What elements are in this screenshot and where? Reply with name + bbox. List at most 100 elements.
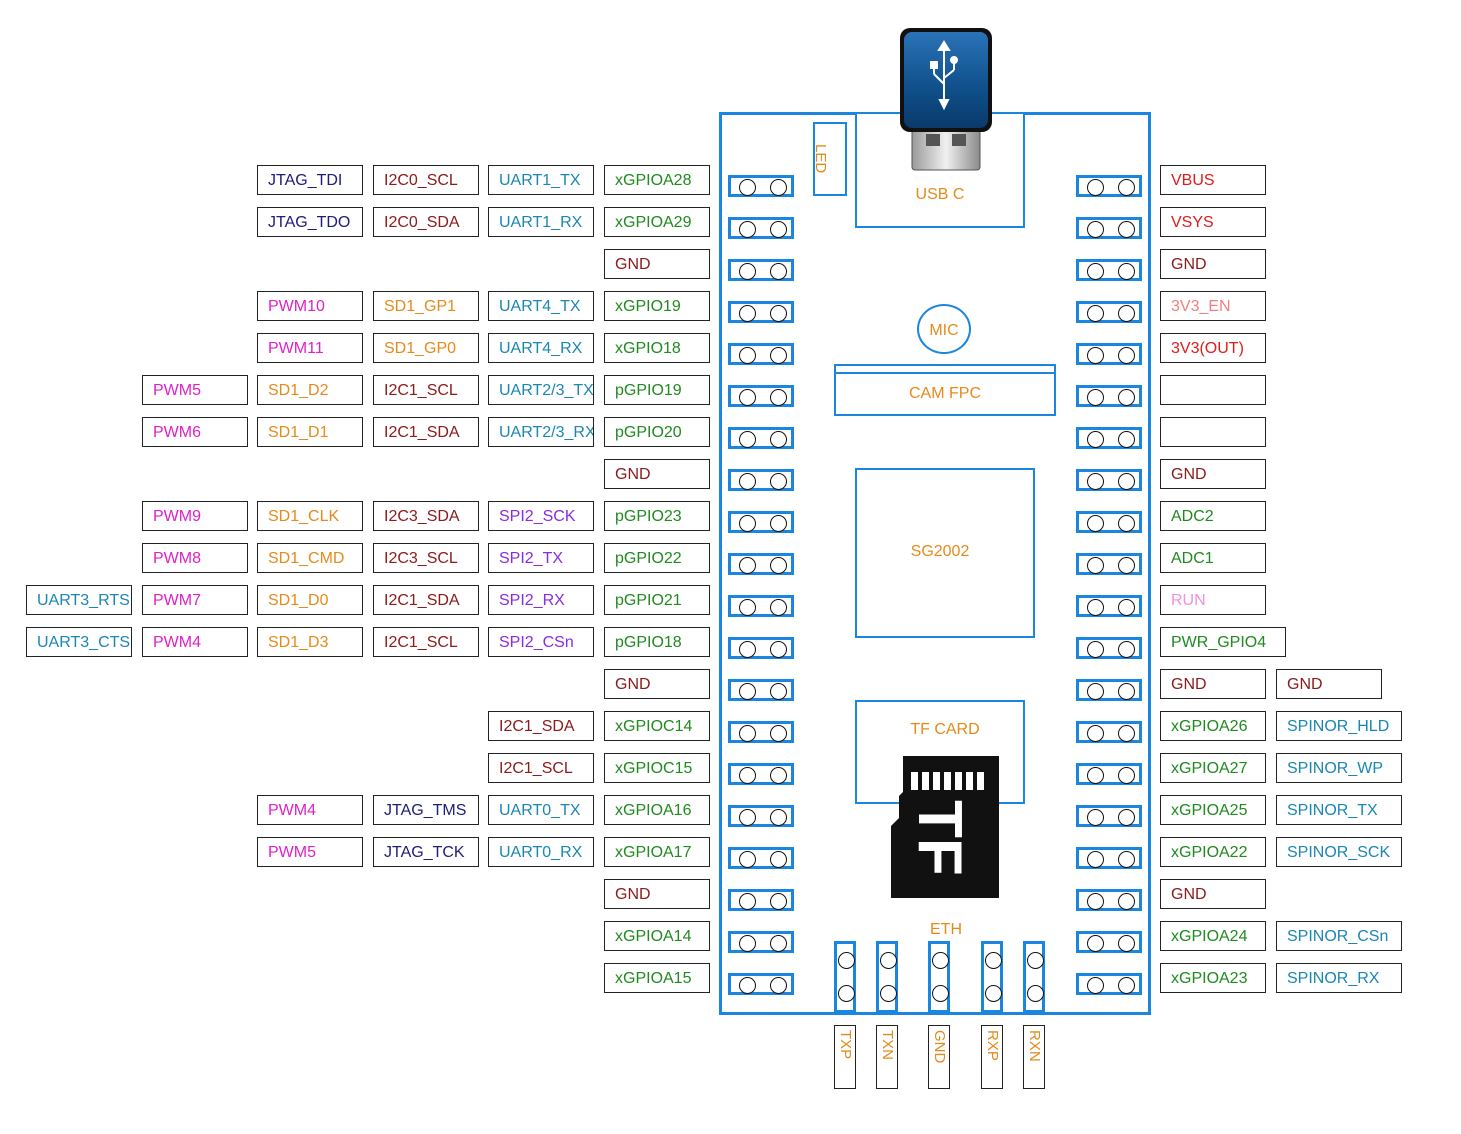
led-indicator	[813, 122, 847, 196]
left-pin-label: xGPIOA28	[604, 165, 710, 195]
pin-hole	[739, 430, 756, 448]
eth-pin-pair	[876, 941, 898, 1013]
pin-hole	[739, 808, 756, 826]
pin-hole	[739, 304, 756, 322]
pin-hole	[1087, 514, 1104, 532]
left-pin-label: SD1_D1	[257, 417, 363, 447]
left-pin-pair	[728, 805, 794, 827]
left-pin-label: PWM4	[142, 627, 248, 657]
left-pin-label: GND	[604, 669, 710, 699]
right-pin-pair	[1076, 217, 1142, 239]
soc-label: SG2002	[910, 543, 970, 560]
left-pin-label: xGPIOA14	[604, 921, 710, 951]
pin-hole	[770, 850, 787, 868]
left-pin-label: SD1_CMD	[257, 543, 363, 573]
pin-hole	[739, 556, 756, 574]
eth-pin-label-text: TXN	[879, 1030, 896, 1060]
soc-chip	[855, 468, 1035, 638]
pin-hole	[1026, 952, 1044, 969]
left-pin-label: UART0_RX	[488, 837, 594, 867]
eth-pin-label-text: TXP	[837, 1030, 854, 1060]
right-pin-pair	[1076, 385, 1142, 407]
pin-hole	[1118, 346, 1135, 364]
left-pin-label: UART4_RX	[488, 333, 594, 363]
pin-hole	[739, 388, 756, 406]
pin-hole	[1118, 976, 1135, 994]
left-pin-label: UART3_RTS	[26, 585, 132, 615]
right-pin-pair	[1076, 805, 1142, 827]
pin-hole	[1118, 178, 1135, 196]
pin-hole	[837, 985, 855, 1002]
right-pin-label: GND	[1160, 879, 1266, 909]
pin-hole	[879, 952, 897, 969]
pin-hole	[770, 766, 787, 784]
pin-hole	[739, 640, 756, 658]
left-pin-label: I2C0_SCL	[373, 165, 479, 195]
pin-hole	[770, 304, 787, 322]
right-pin-pair	[1076, 553, 1142, 575]
right-pin-label: SPINOR_CSn	[1276, 921, 1402, 951]
left-pin-pair	[728, 217, 794, 239]
pin-hole	[1087, 430, 1104, 448]
left-pin-label: SD1_GP1	[373, 291, 479, 321]
left-pin-pair	[728, 259, 794, 281]
pin-hole	[1118, 514, 1135, 532]
left-pin-label: UART1_RX	[488, 207, 594, 237]
left-pin-pair	[728, 595, 794, 617]
pin-hole	[1026, 985, 1044, 1002]
pin-hole	[770, 808, 787, 826]
cam-fpc-line	[834, 372, 1056, 374]
left-pin-label: pGPIO21	[604, 585, 710, 615]
pin-hole	[1118, 388, 1135, 406]
left-pin-label: SPI2_CSn	[488, 627, 594, 657]
right-pin-pair	[1076, 931, 1142, 953]
pin-hole	[1118, 850, 1135, 868]
left-pin-label: SD1_D0	[257, 585, 363, 615]
led-label: LED	[812, 144, 829, 174]
left-pin-label: xGPIOA15	[604, 963, 710, 993]
right-pin-label: GND	[1160, 669, 1266, 699]
eth-pin-label: RXN	[1023, 1025, 1045, 1089]
right-pin-pair	[1076, 469, 1142, 491]
pin-hole	[1118, 892, 1135, 910]
pin-hole	[739, 514, 756, 532]
right-pin-label: ADC2	[1160, 501, 1266, 531]
pin-hole	[1118, 724, 1135, 742]
left-pin-label: GND	[604, 879, 710, 909]
pin-hole	[1087, 724, 1104, 742]
left-pin-label: GND	[604, 249, 710, 279]
pin-hole	[837, 952, 855, 969]
left-pin-label: I2C1_SDA	[373, 585, 479, 615]
left-pin-pair	[728, 301, 794, 323]
left-pin-pair	[728, 553, 794, 575]
eth-pin-label: GND	[928, 1025, 950, 1089]
pin-hole	[1118, 640, 1135, 658]
pin-hole	[770, 598, 787, 616]
pin-hole	[1118, 220, 1135, 238]
eth-pin-label-text: GND	[931, 1030, 948, 1064]
pin-hole	[770, 220, 787, 238]
left-pin-label: xGPIOC15	[604, 753, 710, 783]
pin-hole	[739, 262, 756, 280]
pin-hole	[1087, 388, 1104, 406]
left-pin-label: I2C0_SDA	[373, 207, 479, 237]
pin-hole	[1087, 682, 1104, 700]
left-pin-label: UART3_CTS	[26, 627, 132, 657]
pin-hole	[1087, 808, 1104, 826]
left-pin-label: xGPIOA16	[604, 795, 710, 825]
right-pin-pair	[1076, 511, 1142, 533]
right-pin-label: VSYS	[1160, 207, 1266, 237]
left-pin-pair	[728, 511, 794, 533]
right-pin-pair	[1076, 175, 1142, 197]
left-pin-label: xGPIO19	[604, 291, 710, 321]
left-pin-label: SPI2_TX	[488, 543, 594, 573]
pin-hole	[770, 556, 787, 574]
left-pin-label: SPI2_RX	[488, 585, 594, 615]
right-pin-label: xGPIOA22	[1160, 837, 1266, 867]
right-pin-label	[1160, 417, 1266, 447]
eth-pin-pair	[928, 941, 950, 1013]
left-pin-label: I2C3_SCL	[373, 543, 479, 573]
left-pin-label: pGPIO18	[604, 627, 710, 657]
right-pin-label: SPINOR_HLD	[1276, 711, 1402, 741]
tf-card-label: TF CARD	[910, 721, 980, 738]
